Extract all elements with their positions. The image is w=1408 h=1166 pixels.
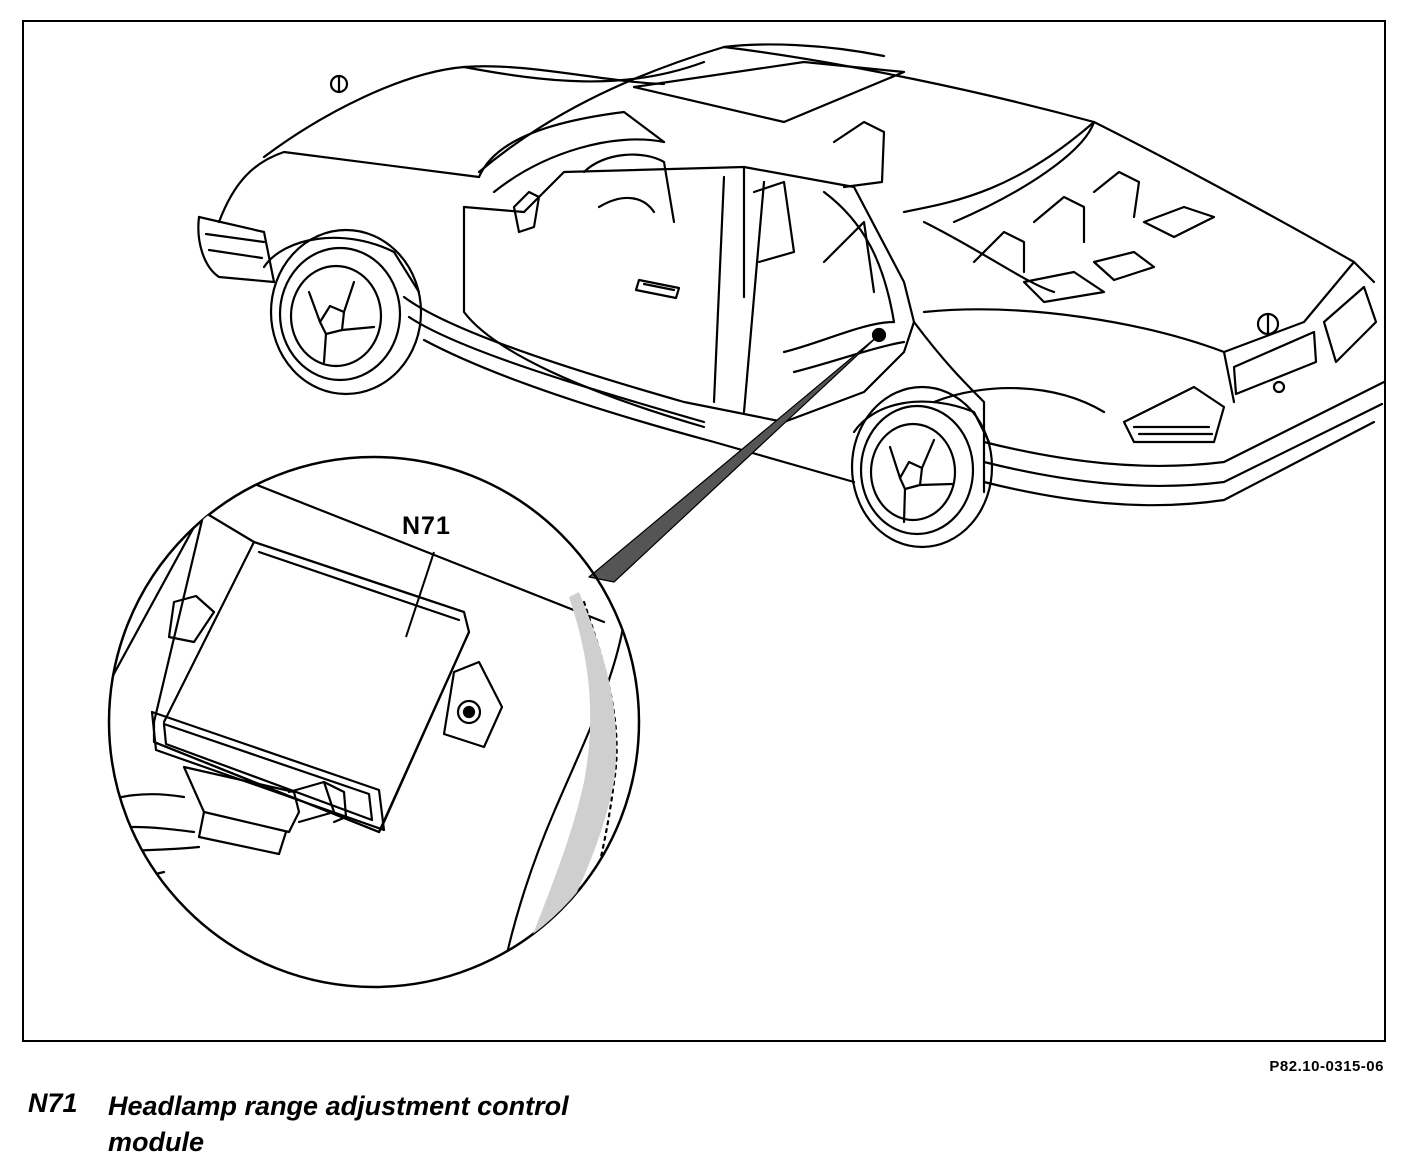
legend-description: Headlamp range adjustment control module: [108, 1091, 569, 1157]
detail-inset: [107, 455, 641, 989]
callout-leader: [588, 334, 880, 583]
car-illustration: [107, 43, 1384, 989]
diagram-frame: N71: [22, 20, 1386, 1042]
callout-label-n71: N71: [402, 512, 451, 540]
car-body: [197, 43, 1384, 549]
legend-code: N71: [28, 1088, 78, 1118]
figure-reference-id: P82.10-0315-06: [1269, 1058, 1384, 1075]
